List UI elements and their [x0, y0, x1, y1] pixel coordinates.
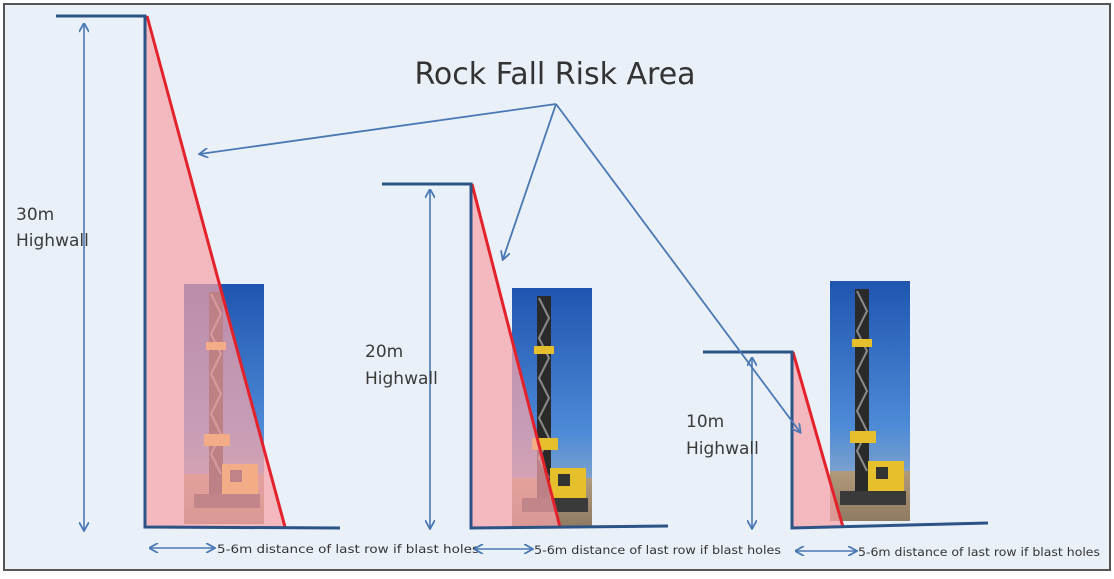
- wall-profile-10m: [703, 350, 989, 530]
- wall-profile-20m: [382, 182, 669, 530]
- diagram-title: Rock Fall Risk Area: [414, 57, 695, 92]
- highwall-label-20m-line1: 20m: [365, 342, 403, 362]
- highwall-label-10m-line2: Highwall: [686, 439, 759, 459]
- highwall-label-20m-line2: Highwall: [365, 369, 438, 389]
- highwall-30m: 30m Highwall 5-6m distance of last row i…: [16, 14, 479, 556]
- pointer-arrow-10m: [555, 103, 800, 432]
- highwall-10m: 10m Highwall 5-6m distance of last row i…: [686, 280, 1100, 559]
- highwall-label-10m-line1: 10m: [686, 412, 724, 432]
- drill-rig-photo-3: [829, 280, 911, 522]
- risk-edge-10m: [791, 351, 845, 528]
- distance-label-10m: 5-6m distance of last row if blast holes: [858, 545, 1100, 559]
- highwall-20m: 20m Highwall 5-6m distance of last row i…: [365, 182, 781, 557]
- distance-label-30m: 5-6m distance of last row if blast holes: [217, 542, 479, 556]
- pointer-arrow-30m: [200, 103, 557, 154]
- wall-profile-30m: [56, 14, 341, 530]
- highwall-label-30m-line2: Highwall: [16, 231, 89, 251]
- risk-edge-30m: [145, 15, 287, 528]
- risk-edge-20m: [470, 183, 562, 528]
- distance-label-20m: 5-6m distance of last row if blast holes: [534, 543, 781, 557]
- pointer-arrow-20m: [503, 103, 557, 259]
- highwall-label-30m-line1: 30m: [16, 205, 54, 225]
